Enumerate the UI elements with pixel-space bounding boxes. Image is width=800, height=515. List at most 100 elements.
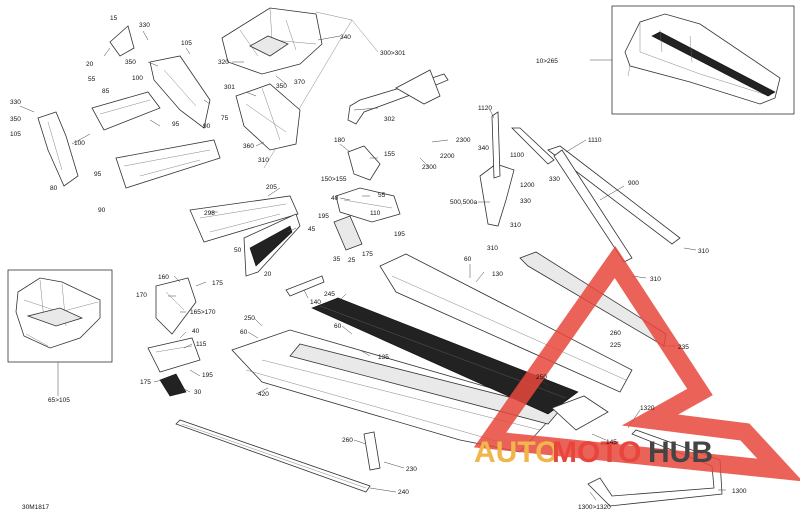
callout-label: 1300 xyxy=(732,488,747,495)
callout-label: 320 xyxy=(218,59,229,66)
callout-label: 195 xyxy=(394,231,405,238)
callout-label: 370 xyxy=(294,79,305,86)
callout-label: 240 xyxy=(398,489,409,496)
callout-label: 175 xyxy=(140,379,151,386)
callout-label: 130 xyxy=(492,271,503,278)
callout-label: 310 xyxy=(510,222,521,229)
main-tunnel-part xyxy=(231,329,561,453)
callout-label: 90 xyxy=(203,123,211,130)
callout-label: 340 xyxy=(340,34,351,41)
callout-label: 95 xyxy=(94,171,102,178)
callout-label: 330 xyxy=(10,99,21,106)
callout-label: 1120 xyxy=(478,105,492,112)
callout-label: 310 xyxy=(650,276,661,283)
upper-column-part xyxy=(91,91,221,189)
callout-label: 160 xyxy=(158,274,169,281)
callout-label: 145 xyxy=(606,439,617,446)
rail-link-part xyxy=(285,275,325,297)
callout-label: 310 xyxy=(487,245,498,252)
callout-label: 30 xyxy=(194,389,202,396)
callout-label: 40 xyxy=(331,195,339,202)
callout-label: 85 xyxy=(102,88,110,95)
callout-label: 1300>1320 xyxy=(578,504,611,511)
callout-label: 135 xyxy=(378,354,389,361)
callout-label: 2300 xyxy=(456,137,471,144)
callout-label: 150>155 xyxy=(321,176,347,183)
callout-label: 300>301 xyxy=(380,50,406,57)
callout-label: 155 xyxy=(384,151,395,158)
callout-label: 80 xyxy=(50,185,58,192)
callout-label: 195 xyxy=(202,372,213,379)
bottom-strip-part xyxy=(175,419,381,493)
callout-label: 25 xyxy=(348,257,356,264)
callout-label: 60 xyxy=(464,256,472,263)
callout-label: 50 xyxy=(234,247,242,254)
callout-label: 35 xyxy=(333,256,341,263)
callout-label: 100 xyxy=(74,140,85,147)
callout-label: 330 xyxy=(139,22,150,29)
left-footrest-part xyxy=(147,277,201,397)
callout-label: 10>265 xyxy=(536,58,558,65)
callout-labels: 15 330 105 340 300>301 20 55 350 100 320… xyxy=(10,15,747,511)
callout-label: 350 xyxy=(125,59,136,66)
rear-bumper-part xyxy=(551,395,723,507)
callout-label: 301 xyxy=(224,84,235,91)
callout-label: 2300 xyxy=(422,164,437,171)
callout-label: 250 xyxy=(536,374,547,381)
callout-label: 175 xyxy=(362,251,373,258)
callout-label: 225 xyxy=(610,342,621,349)
callout-label: 55 xyxy=(378,192,386,199)
watermark-moto: MOTO xyxy=(552,436,641,469)
callout-label: 105 xyxy=(10,131,21,138)
callout-label: 60 xyxy=(240,329,248,336)
steering-support-part xyxy=(235,83,301,151)
callout-label: 60 xyxy=(334,323,342,330)
callout-label: 195 xyxy=(318,213,329,220)
watermark-logo xyxy=(473,245,800,482)
callout-label: 250 xyxy=(244,315,255,322)
callout-label: 2200 xyxy=(440,153,455,160)
callout-label: 75 xyxy=(221,115,229,122)
diagram-code: 30M1817 xyxy=(22,504,49,511)
callout-label: 105 xyxy=(181,40,192,47)
callout-label: 350 xyxy=(276,83,287,90)
callout-label: 115 xyxy=(196,341,207,348)
callout-label: 245 xyxy=(324,291,335,298)
callout-label: 90 xyxy=(98,207,106,214)
callout-label: 340 xyxy=(478,145,489,152)
watermark-auto: AUTO xyxy=(474,436,558,469)
callout-label: 140 xyxy=(310,299,321,306)
rear-suspension-arm xyxy=(479,111,681,263)
callout-label: 1320 xyxy=(640,405,655,412)
callout-label: 20 xyxy=(264,271,272,278)
steering-column-part xyxy=(347,69,449,125)
callout-label: 55 xyxy=(88,76,96,83)
footrest-panel-part xyxy=(189,195,301,277)
callout-label: 20 xyxy=(86,61,94,68)
leader-lines xyxy=(19,30,726,501)
seat-bracket-part xyxy=(333,145,401,251)
callout-label: 1200 xyxy=(520,182,535,189)
callout-label: 420 xyxy=(258,391,269,398)
callout-label: 45 xyxy=(308,226,316,233)
callout-label: 330 xyxy=(549,176,560,183)
inset-left xyxy=(7,269,113,363)
callout-label: 205 xyxy=(266,184,277,191)
callout-label: 40 xyxy=(192,328,200,335)
callout-label: 260 xyxy=(610,330,621,337)
callout-label: 310 xyxy=(698,248,709,255)
callout-label: 180 xyxy=(334,137,345,144)
callout-label: 500,500a xyxy=(450,199,477,206)
callout-label: 110 xyxy=(370,210,381,217)
callout-label: 1100 xyxy=(510,152,524,159)
callout-label: 260 xyxy=(342,437,353,444)
callout-label: 175 xyxy=(212,280,223,287)
callout-label: 15 xyxy=(110,15,118,22)
callout-label: 302 xyxy=(384,116,395,123)
right-tunnel-part xyxy=(379,253,633,393)
front-bulkhead-part xyxy=(221,7,323,75)
inset-top-right xyxy=(611,5,795,115)
callout-label: 100 xyxy=(132,75,143,82)
